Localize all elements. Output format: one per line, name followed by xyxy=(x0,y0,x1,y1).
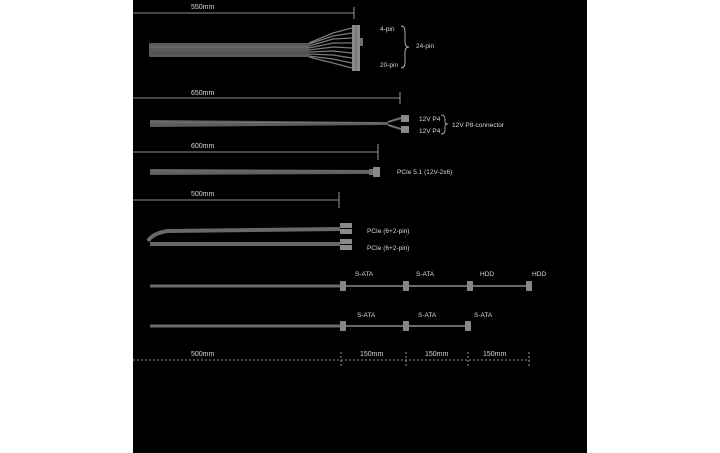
sata-hdd-label-1: S-ATA xyxy=(355,271,374,278)
pcie5-length-label: 600mm xyxy=(191,143,215,150)
atx-4pin-label: 4-pin xyxy=(380,26,395,33)
atx-brace xyxy=(400,25,410,69)
sata-label-3: S-ATA xyxy=(474,312,493,319)
atx-cable-body xyxy=(149,43,309,57)
pcie-connector-b xyxy=(340,245,352,250)
atx-length-label: 550mm xyxy=(191,4,215,11)
bottom-scale-label-1: 500mm xyxy=(191,351,215,358)
pcie5-label: PCIe 5.1 (12V-2x6) xyxy=(397,169,452,176)
pcie5-connector xyxy=(373,167,380,177)
atx-wire-fan xyxy=(308,27,353,69)
sata-label-1: S-ATA xyxy=(357,312,376,319)
atx-cable-group: 550mm 4-pin 20-pin 24-pin xyxy=(133,4,434,71)
eps-p4-connector-b xyxy=(401,126,409,133)
eps-cable-group: 650mm 12V P4 12V P4 12V P8-connector xyxy=(133,90,505,135)
sata-hdd-label-3: HDD xyxy=(480,271,494,278)
sata-hdd-connector-4 xyxy=(526,281,532,291)
atx-24pin-label: 24-pin xyxy=(416,43,434,50)
eps-p4-label-b: 12V P4 xyxy=(419,128,441,135)
sata-hdd-cable-group: S-ATA S-ATA HDD HDD xyxy=(150,271,546,291)
bottom-scale: 500mm 150mm 150mm 150mm xyxy=(133,351,530,368)
eps-cable-body xyxy=(150,120,388,127)
sata-connector-3 xyxy=(465,321,471,331)
eps-length-label: 650mm xyxy=(191,90,215,97)
eps-p4-connector-a xyxy=(401,115,409,122)
sata-hdd-connector-3 xyxy=(467,281,473,291)
sata-connector-2 xyxy=(403,321,409,331)
pcie-label-a: PCIe (6+2-pin) xyxy=(367,228,409,235)
eps-p4-label-a: 12V P4 xyxy=(419,116,441,123)
pcie-connector-a xyxy=(340,229,352,234)
pcie5-cable-group: 600mm PCIe 5.1 (12V-2x6) xyxy=(133,143,452,177)
sata-cable-group: S-ATA S-ATA S-ATA xyxy=(150,312,493,331)
sata-hdd-connector-1 xyxy=(340,281,346,291)
cable-diagram: 550mm 4-pin 20-pin 24-pin 650mm 12V P4 1… xyxy=(133,4,546,368)
atx-20pin-label: 20-pin xyxy=(380,62,398,69)
bottom-scale-label-2: 150mm xyxy=(360,351,384,358)
eps-p8-label: 12V P8-connector xyxy=(452,122,505,129)
pcie-label-b: PCIe (6+2-pin) xyxy=(367,245,409,252)
sata-label-2: S-ATA xyxy=(418,312,437,319)
eps-brace xyxy=(440,114,449,135)
cable-diagram-panel: 550mm 4-pin 20-pin 24-pin 650mm 12V P4 1… xyxy=(133,0,587,453)
pcie-length-label: 500mm xyxy=(191,191,215,198)
bottom-scale-label-3: 150mm xyxy=(425,351,449,358)
sata-hdd-connector-2 xyxy=(403,281,409,291)
sata-connector-1 xyxy=(340,321,346,331)
bottom-scale-label-4: 150mm xyxy=(483,351,507,358)
pcie-cable-group: 500mm PCIe (6+2-pin) PCIe (6+2-pin) xyxy=(133,191,409,252)
sata-hdd-label-4: HDD xyxy=(532,271,546,278)
sata-hdd-label-2: S-ATA xyxy=(416,271,435,278)
pcie5-cable-body xyxy=(150,169,369,175)
pcie-cable-a xyxy=(146,227,341,243)
